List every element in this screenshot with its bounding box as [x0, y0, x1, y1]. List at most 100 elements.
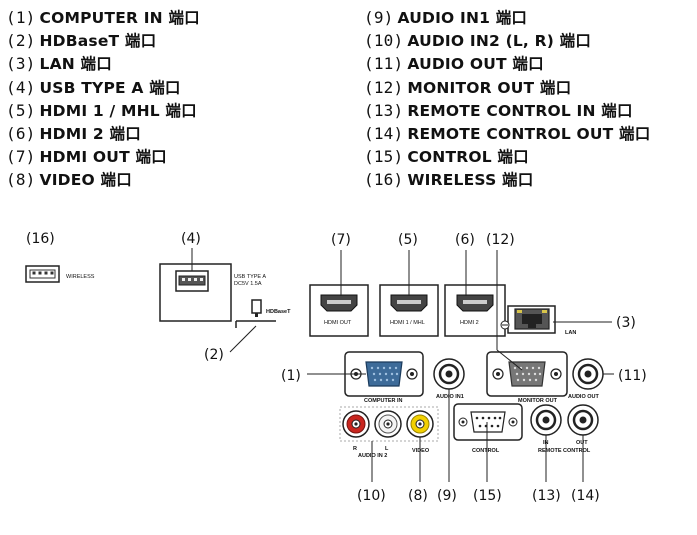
connector-panel-diagram: WIRELESS (16) USB TYPE A DC5V 1.5A (4) H… [25, 231, 647, 504]
control-port: CONTROL [453, 403, 523, 482]
audio-in2-l-label: L [385, 446, 389, 452]
legend-label: REMOTE CONTROL IN 端口 [407, 101, 633, 120]
computer-in-label: COMPUTER IN [364, 398, 403, 404]
remote-control-label: REMOTE CONTROL [538, 448, 591, 454]
legend-label: AUDIO IN1 端口 [397, 9, 528, 27]
legend-item-hdmi1-mhl: (5)HDMI 1 / MHL 端口 [6, 99, 200, 122]
legend-item-audio-out: (11)AUDIO OUT 端口 [364, 52, 650, 75]
legend-item-audio-in1: (9)AUDIO IN1 端口 [364, 6, 650, 29]
callout-14: (14) [571, 488, 600, 504]
db9-connector [470, 411, 506, 433]
legend-label: MONITOR OUT 端口 [407, 78, 572, 97]
legend-label: WIRELESS 端口 [407, 171, 534, 190]
legend-number: (7) [6, 147, 36, 167]
legend-item-audio-in2: (10)AUDIO IN2 (L, R) 端口 [364, 29, 650, 52]
legend-number: (4) [6, 77, 36, 97]
legend-number: (1) [6, 8, 36, 27]
audio-in1-label: AUDIO IN1 [436, 394, 464, 400]
hdmi-out-frame [309, 284, 369, 337]
computer-in-port: COMPUTER IN [307, 351, 424, 404]
callout-7: (7) [331, 232, 351, 248]
lan-label: LAN [565, 330, 576, 336]
hdmi2-frame [444, 284, 506, 337]
callout-13: (13) [532, 488, 561, 504]
legend-number: (6) [6, 123, 36, 143]
legend-item-hdmi-out: (7)HDMI OUT 端口 [6, 145, 200, 168]
remote-control-out-port: OUT [567, 404, 599, 482]
legend-number: (14) [364, 123, 404, 143]
legend-number: (8) [6, 170, 36, 190]
legend-item-hdbaset: (2)HDBaseT 端口 [6, 29, 200, 52]
audio-out-label: AUDIO OUT [568, 394, 600, 400]
legend-left-column: (1)COMPUTER IN 端口 (2)HDBaseT 端口 (3)LAN 端… [6, 6, 200, 192]
monitor-out-label: MONITOR OUT [518, 398, 558, 404]
legend-item-lan: (3)LAN 端口 [6, 52, 200, 75]
legend-item-computer-in: (1)COMPUTER IN 端口 [6, 6, 200, 29]
leader-line-12-d [496, 349, 523, 371]
audio-in2-r-port: R [342, 410, 370, 452]
legend-item-usb-type-a: (4)USB TYPE A 端口 [6, 76, 200, 99]
legend-label: HDBaseT 端口 [39, 32, 157, 51]
usb-port-label-2: DC5V 1.5A [234, 281, 262, 287]
hdmi2-label: HDMI 2 [460, 320, 479, 326]
wireless-port-label: WIRELESS [66, 274, 95, 280]
legend-right-column: (9)AUDIO IN1 端口 (10)AUDIO IN2 (L, R) 端口 … [364, 6, 650, 192]
legend-label: REMOTE CONTROL OUT 端口 [407, 124, 651, 143]
legend-item-wireless: (16)WIRELESS 端口 [364, 168, 650, 191]
legend-label: AUDIO OUT 端口 [407, 55, 544, 74]
hdmi1-mhl-label: HDMI 1 / MHL [390, 320, 425, 326]
legend-label: LAN 端口 [39, 55, 112, 74]
legend-label: HDMI 1 / MHL 端口 [39, 101, 197, 120]
legend-item-remote-control-in: (13)REMOTE CONTROL IN 端口 [364, 99, 650, 122]
legend-label: CONTROL 端口 [407, 148, 529, 167]
remote-control-in-port: IN [530, 404, 562, 482]
callout-4: (4) [181, 231, 201, 247]
hdmi-out-label: HDMI OUT [324, 320, 352, 326]
hdmi1-mhl-port: HDMI 1 / MHL [390, 294, 428, 326]
lan-port: LAN [500, 305, 612, 336]
callout-15: (15) [473, 488, 502, 504]
legend-number: (11) [364, 54, 404, 74]
legend-label: HDMI 2 端口 [39, 124, 141, 143]
callout-16: (16) [26, 231, 55, 247]
legend-number: (15) [364, 147, 404, 167]
legend-number: (12) [364, 77, 404, 97]
callout-9: (9) [437, 488, 457, 504]
legend-number: (2) [6, 31, 36, 51]
callout-1: (1) [281, 368, 301, 384]
audio-in1-port: AUDIO IN1 [433, 358, 465, 482]
video-label: VIDEO [412, 448, 430, 454]
audio-in2-l-port: L [374, 410, 402, 452]
remote-control-out-label: OUT [576, 440, 588, 446]
audio-out-port: AUDIO OUT [568, 358, 614, 400]
legend-item-hdmi2: (6)HDMI 2 端口 [6, 122, 200, 145]
legend-item-remote-control-out: (14)REMOTE CONTROL OUT 端口 [364, 122, 650, 145]
legend-item-monitor-out: (12)MONITOR OUT 端口 [364, 76, 650, 99]
hdbaset-port: HDBaseT [229, 299, 291, 353]
audio-in2-video-block: R L VIDEO AUDIO IN 2 [339, 406, 439, 482]
legend-number: (13) [364, 100, 404, 120]
usb-type-a-port: USB TYPE A DC5V 1.5A [159, 248, 266, 322]
callout-11: (11) [618, 368, 647, 384]
usb-port-slot [178, 275, 206, 286]
hdbaset-jack [251, 299, 262, 314]
callout-8: (8) [408, 488, 428, 504]
callout-5: (5) [398, 232, 418, 248]
monitor-out-port: MONITOR OUT [486, 250, 568, 404]
control-label: CONTROL [472, 448, 500, 454]
port-legend: (1)COMPUTER IN 端口 (2)HDBaseT 端口 (3)LAN 端… [6, 6, 696, 196]
legend-label: AUDIO IN2 (L, R) 端口 [407, 32, 592, 51]
legend-number: (3) [6, 54, 36, 74]
hdmi2-port: HDMI 2 [456, 294, 494, 326]
callout-12: (12) [486, 232, 515, 248]
wireless-port-slot [29, 269, 56, 279]
legend-label: VIDEO 端口 [39, 171, 132, 190]
callout-3: (3) [616, 315, 636, 331]
legend-label: HDMI OUT 端口 [39, 148, 167, 167]
audio-in2-r-label: R [353, 446, 357, 452]
legend-label: USB TYPE A 端口 [39, 78, 181, 97]
callout-6: (6) [455, 232, 475, 248]
legend-item-video: (8)VIDEO 端口 [6, 168, 200, 191]
hdmi-out-port: HDMI OUT [320, 294, 358, 326]
hdbaset-port-label: HDBaseT [266, 309, 291, 315]
